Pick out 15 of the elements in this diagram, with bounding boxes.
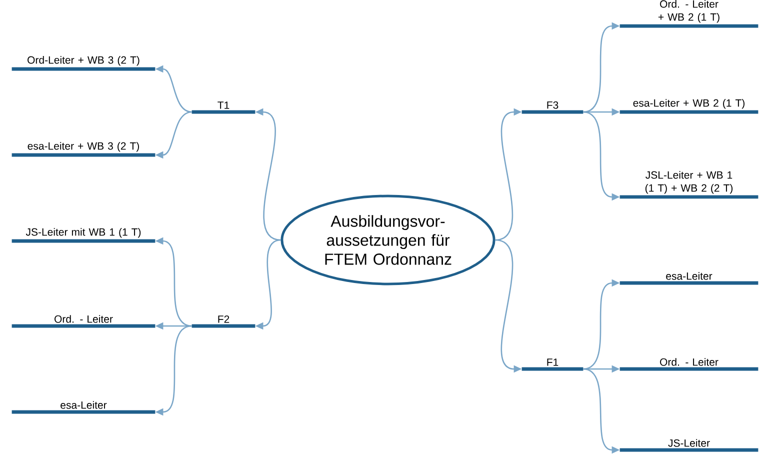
branch-line: JSL-Leiter + WB 1 (1 T) + WB 2 (2 T) [620, 171, 758, 199]
branch-line: esa-Leiter + WB 3 (2 T) [12, 142, 156, 157]
branch-line: Ord. - Leiter + WB 2 (1 T) [620, 0, 758, 28]
branch-line: Ord. - Leiter [620, 358, 758, 371]
branch-line: JS-Leiter mit WB 1 (1 T) [12, 228, 156, 243]
branch-line: JS-Leiter [620, 439, 758, 452]
branch-line: Ord-Leiter + WB 3 (2 T) [12, 56, 156, 71]
branch-line: esa-Leiter [12, 401, 156, 414]
branch-line: esa-Leiter [620, 272, 758, 285]
branch-line: esa-Leiter + WB 2 (1 T) [620, 99, 758, 114]
topic-line: F3 [522, 101, 584, 114]
topic-line: T1 [192, 102, 256, 114]
topic-line: F2 [192, 315, 256, 328]
branch-line: Ord. - Leiter [12, 315, 156, 328]
topic-line: F1 [522, 358, 584, 371]
